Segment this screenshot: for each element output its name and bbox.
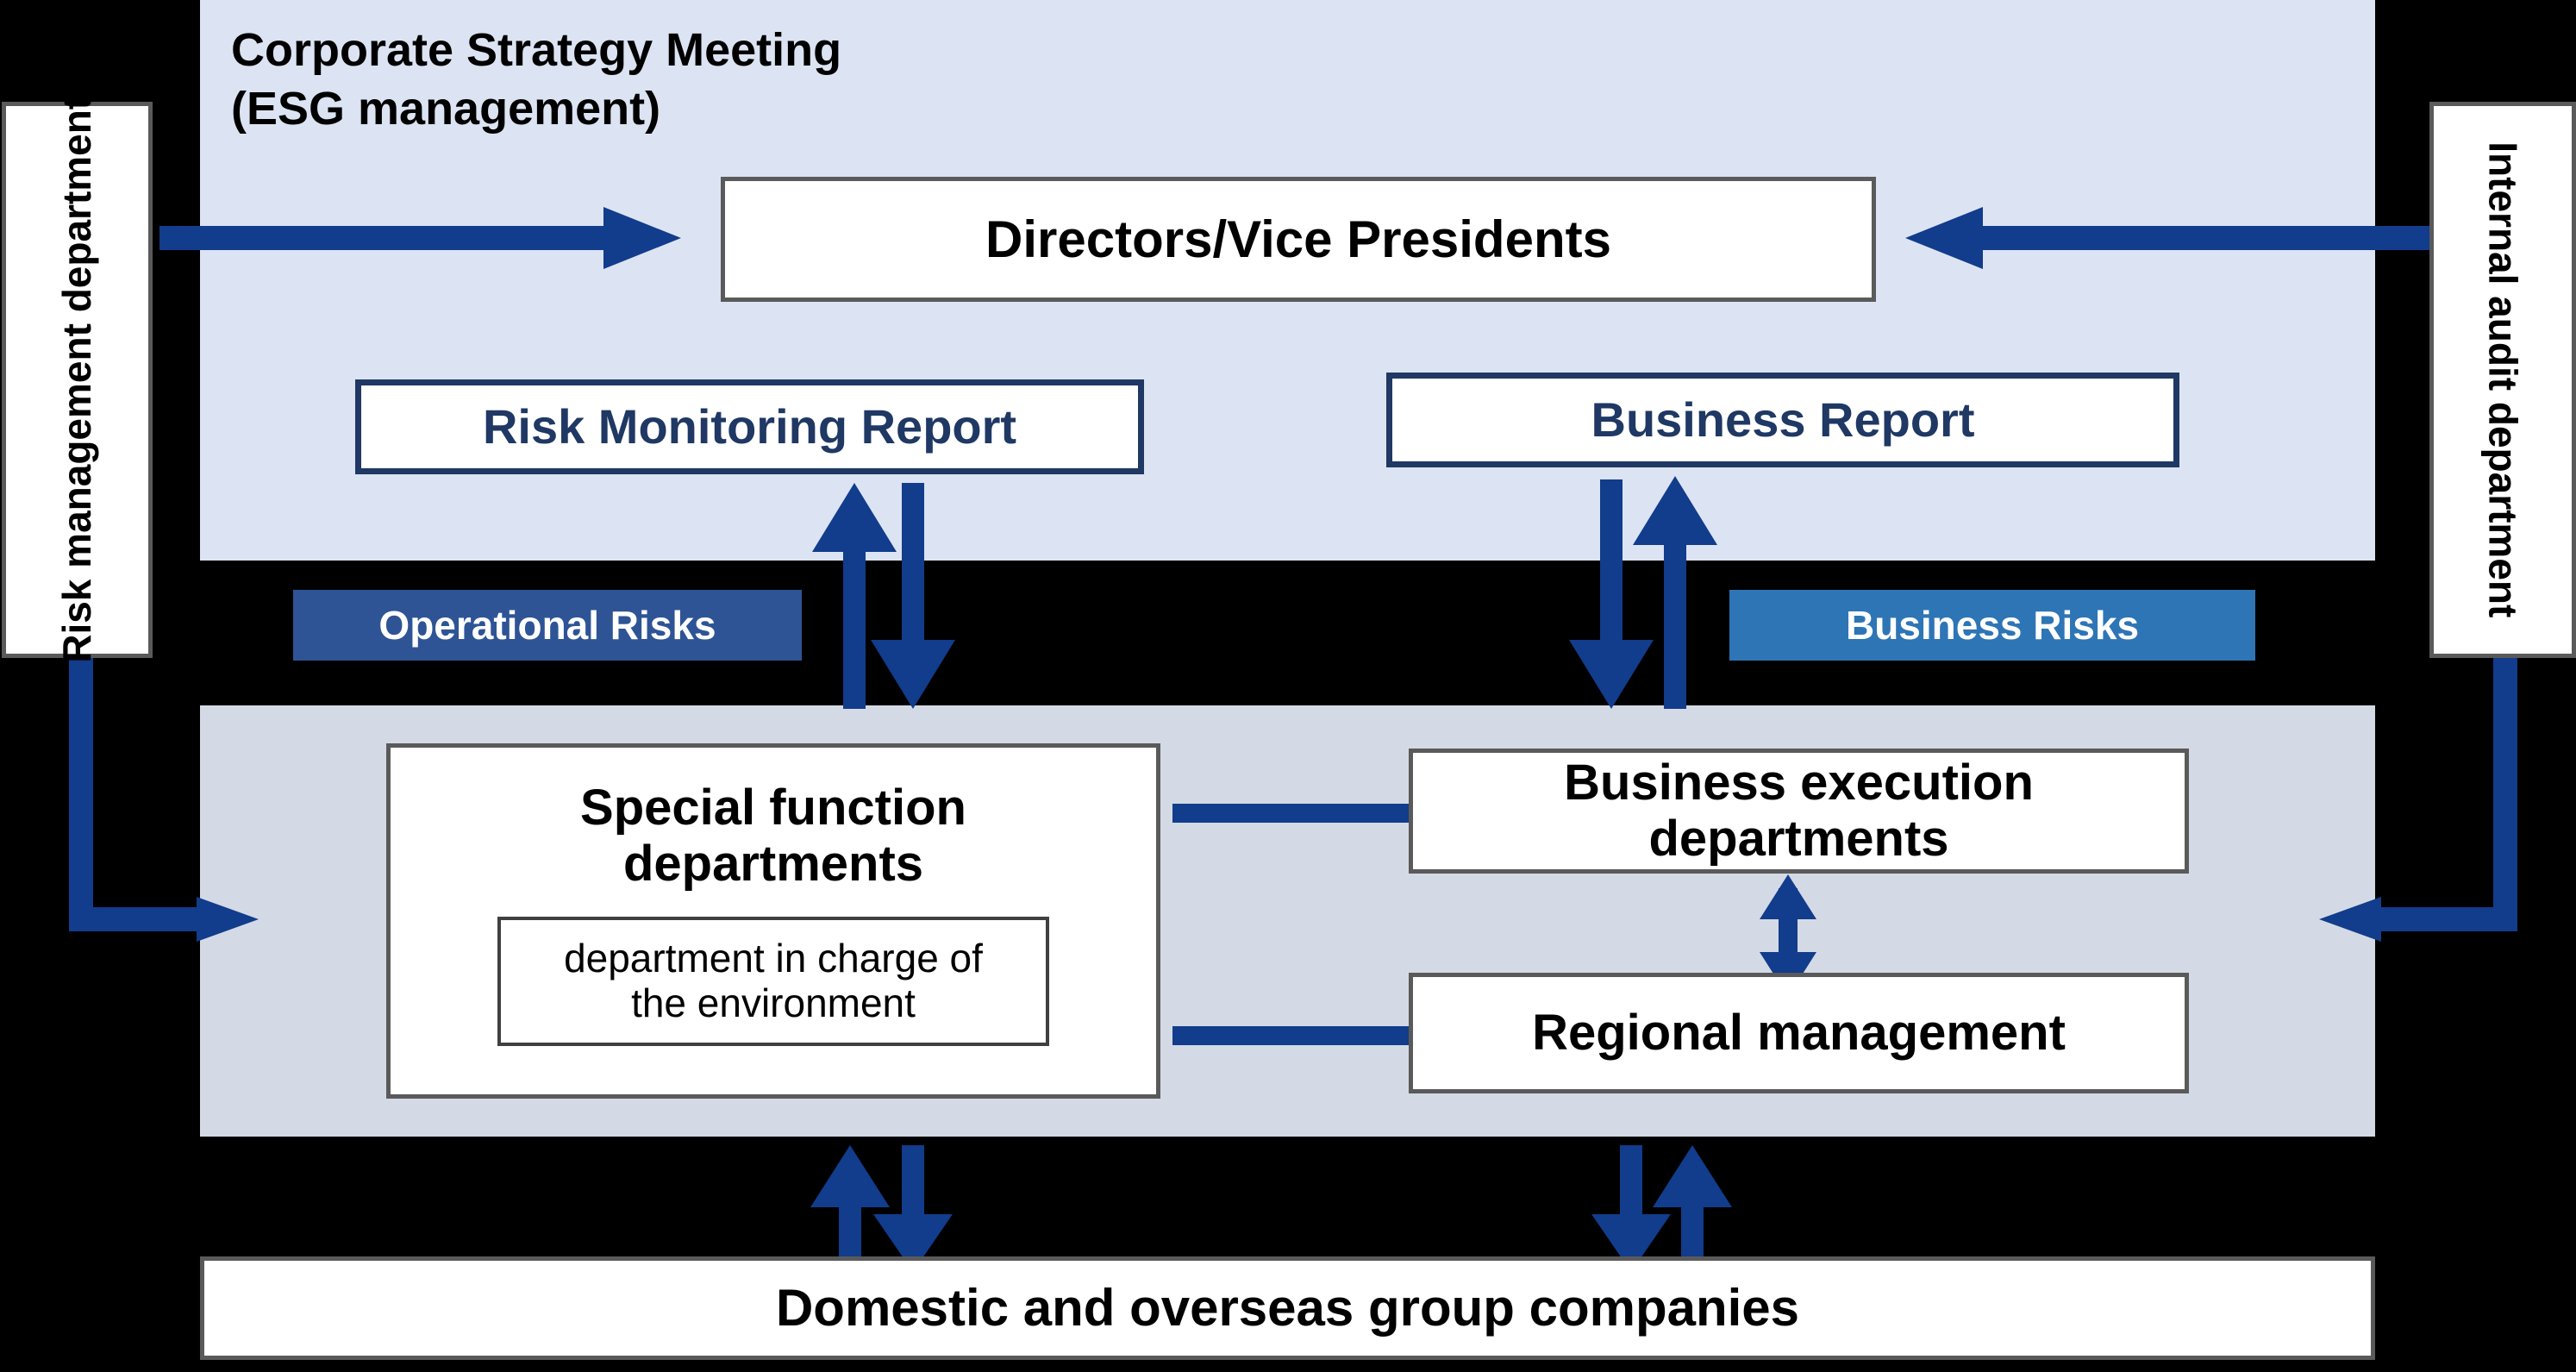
- risk-management-department-box[interactable]: Risk management department: [2, 97, 153, 663]
- special-function-departments-label: Special function departments: [580, 780, 966, 892]
- directors-vice-presidents-label: Directors/Vice Presidents: [985, 210, 1611, 268]
- risk-management-department-label: Risk management department: [54, 97, 100, 663]
- risk-monitoring-report-box[interactable]: Risk Monitoring Report: [355, 379, 1144, 474]
- environment-department-box[interactable]: department in charge of the environment: [497, 916, 1049, 1046]
- internal-audit-department-box[interactable]: Internal audit department: [2429, 102, 2576, 658]
- risk-monitoring-report-label: Risk Monitoring Report: [482, 398, 1017, 454]
- environment-department-label: department in charge of the environment: [564, 936, 983, 1025]
- business-report-box[interactable]: Business Report: [1386, 373, 2179, 467]
- page-title: Corporate Strategy Meeting (ESG manageme…: [231, 21, 1352, 138]
- arrow-down-to-group-companies-right: [1591, 1145, 1671, 1272]
- business-execution-departments-box[interactable]: Business execution departments: [1409, 749, 2189, 874]
- regional-management-label: Regional management: [1532, 1004, 2066, 1061]
- title-line-2: (ESG management): [231, 83, 661, 135]
- special-function-departments-box[interactable]: Special function departments department …: [386, 743, 1160, 1099]
- business-execution-departments-label: Business execution departments: [1564, 754, 2034, 867]
- arrow-down-to-group-companies-left: [873, 1145, 953, 1272]
- operational-risks-badge: Operational Risks: [293, 590, 802, 661]
- business-risks-label: Business Risks: [1845, 603, 2140, 648]
- business-report-label: Business Report: [1591, 392, 1975, 447]
- group-companies-label: Domestic and overseas group companies: [775, 1279, 1800, 1338]
- title-line-1: Corporate Strategy Meeting: [231, 24, 842, 76]
- arrow-up-from-group-companies-left: [810, 1145, 890, 1272]
- group-companies-box[interactable]: Domestic and overseas group companies: [200, 1256, 2375, 1360]
- operational-risks-label: Operational Risks: [378, 603, 716, 648]
- business-risks-badge: Business Risks: [1729, 590, 2255, 661]
- arrow-up-from-group-companies-right: [1653, 1145, 1732, 1272]
- internal-audit-department-label: Internal audit department: [2480, 141, 2526, 618]
- regional-management-box[interactable]: Regional management: [1409, 973, 2189, 1093]
- directors-vice-presidents-box[interactable]: Directors/Vice Presidents: [721, 177, 1876, 302]
